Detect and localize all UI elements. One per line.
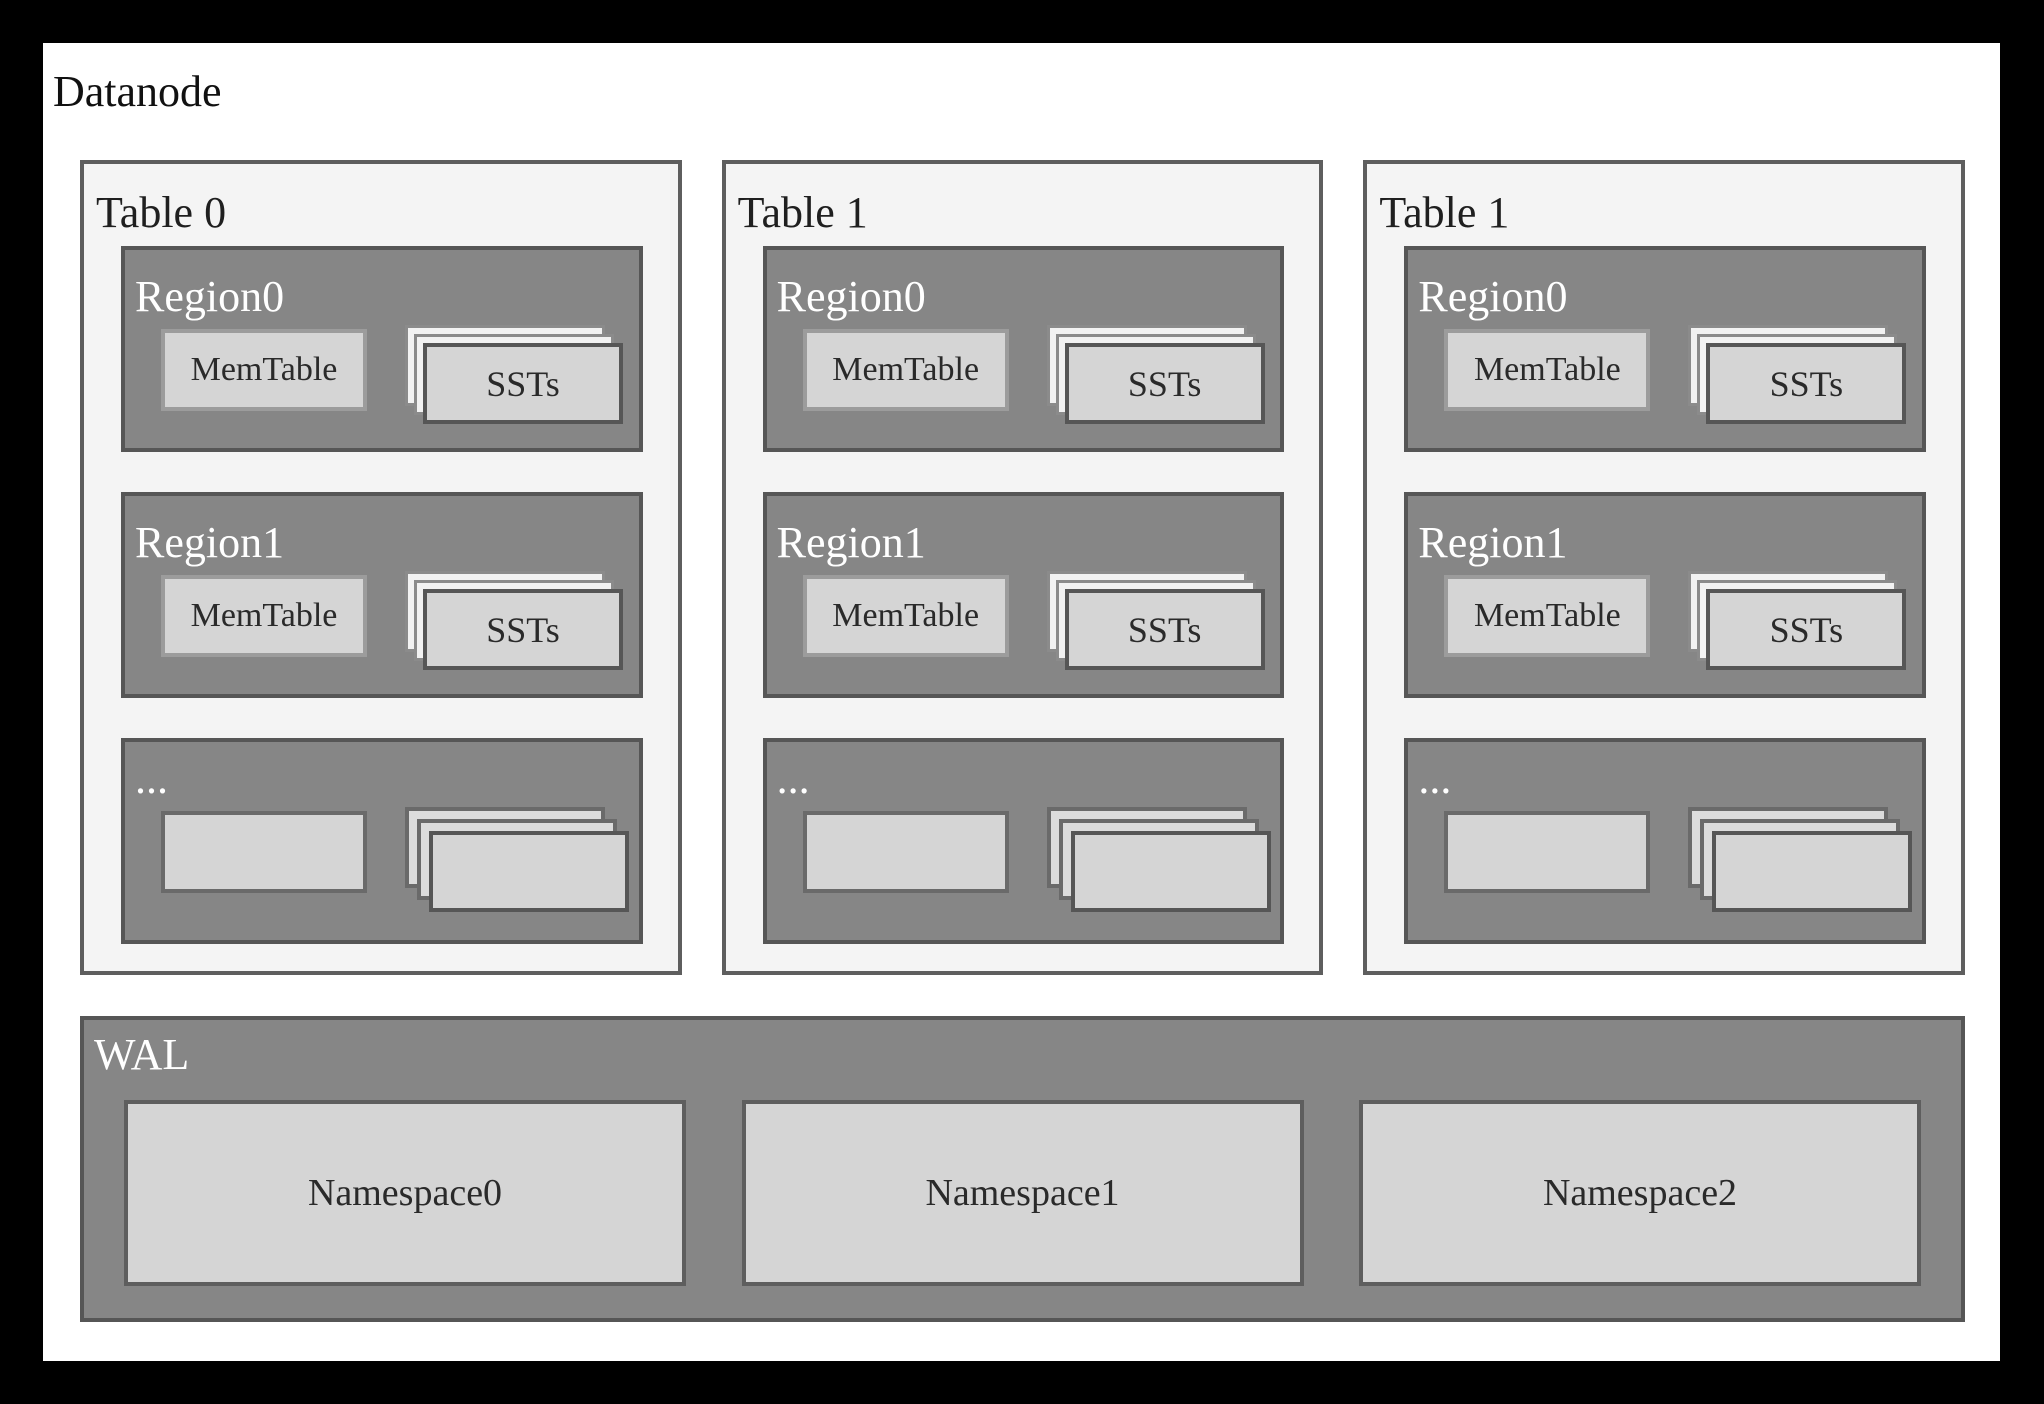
ssts-label: SSTs [1127,363,1202,404]
table-title: Table 1 [1379,188,1510,237]
ssts-stack: SSTs [1046,325,1273,432]
region-title: ... [135,754,168,804]
ssts-stack: SSTs [405,325,631,432]
region-box-ellipsis: ... [762,738,1285,945]
region-row: MemTable SSTs [802,325,1281,432]
region-box-ellipsis: ... [1404,738,1927,945]
namespace-label: Namespace0 [307,1172,503,1215]
wal-box: WAL Namespace0 Namespace1 Namespace2 [80,1016,1965,1322]
sst-card-front [1070,831,1271,913]
region-box: Region1 MemTable SSTs [762,492,1285,699]
memtable-box: MemTable [1444,329,1651,412]
ssts-label: SSTs [1127,609,1202,650]
namespace-box-2: Namespace2 [1359,1100,1921,1287]
ssts-stack-empty [1688,807,1914,914]
memtable-label: MemTable [832,351,980,389]
ssts-stack: SSTs [1688,571,1914,678]
region-title: Region0 [1418,272,1568,322]
region-title: Region1 [135,518,285,568]
memtable-box: MemTable [802,575,1009,658]
region-box-ellipsis: ... [121,738,643,945]
sst-card-front: SSTs [423,343,623,425]
ssts-stack: SSTs [1046,571,1273,678]
namespace-label: Namespace1 [925,1172,1120,1215]
region-title: Region0 [135,272,285,322]
namespace-box-0: Namespace0 [124,1100,686,1287]
region-row: MemTable SSTs [161,325,639,432]
namespaces-row: Namespace0 Namespace1 Namespace2 [124,1100,1921,1287]
table-title: Table 1 [737,188,868,237]
region-box: Region0 MemTable SSTs [762,246,1285,453]
memtable-box: MemTable [1444,575,1651,658]
region-row [161,807,639,914]
region-row: MemTable SSTs [802,571,1281,678]
ssts-label: SSTs [486,363,560,404]
wal-title: WAL [94,1030,190,1079]
table-title: Table 0 [96,188,227,237]
region-title: ... [776,754,810,804]
memtable-label: MemTable [1473,597,1621,635]
region-title: Region1 [776,518,926,568]
region-title: ... [1418,754,1452,804]
datanode-panel: Datanode Table 0 Region0 MemTable SSTs R… [43,43,2000,1361]
memtable-box: MemTable [161,575,367,658]
ssts-stack-empty [1046,807,1273,914]
ssts-stack-empty [405,807,631,914]
sst-card-front [1712,831,1913,913]
ssts-label: SSTs [486,609,560,650]
region-box: Region0 MemTable SSTs [1404,246,1927,453]
region-box: Region1 MemTable SSTs [121,492,643,699]
region-row: MemTable SSTs [1444,325,1922,432]
ssts-stack: SSTs [1688,325,1914,432]
sst-card-front: SSTs [1064,343,1265,425]
ssts-stack: SSTs [405,571,631,678]
region-row [1444,807,1922,914]
memtable-label: MemTable [190,597,338,635]
memtable-box: MemTable [802,329,1009,412]
table-box-2: Table 1 Region0 MemTable SSTs Region1 Me… [1363,160,1966,975]
region-box: Region1 MemTable SSTs [1404,492,1927,699]
table-box-1: Table 1 Region0 MemTable SSTs Region1 Me… [721,160,1324,975]
sst-card-front: SSTs [423,589,623,671]
region-box: Region0 MemTable SSTs [121,246,643,453]
memtable-label: MemTable [1473,351,1621,389]
memtable-label: MemTable [832,597,980,635]
region-row: MemTable SSTs [1444,571,1922,678]
region-row: MemTable SSTs [161,571,639,678]
tables-row: Table 0 Region0 MemTable SSTs Region1 Me… [80,160,1966,975]
namespace-box-1: Namespace1 [741,1100,1304,1287]
sst-card-front: SSTs [1706,589,1907,671]
ssts-label: SSTs [1769,609,1844,650]
region-title: Region1 [1418,518,1568,568]
region-title: Region0 [776,272,926,322]
region-row [802,807,1281,914]
ssts-label: SSTs [1769,363,1844,404]
memtable-label: MemTable [190,351,338,389]
datanode-title: Datanode [53,67,222,116]
memtable-box-empty [802,811,1009,894]
table-box-0: Table 0 Region0 MemTable SSTs Region1 Me… [80,160,682,975]
sst-card-front: SSTs [1064,589,1265,671]
memtable-box: MemTable [161,329,367,412]
memtable-box-empty [1444,811,1651,894]
namespace-label: Namespace2 [1542,1172,1738,1215]
sst-card-front: SSTs [1706,343,1907,425]
sst-card-front [429,831,629,913]
memtable-box-empty [161,811,367,894]
